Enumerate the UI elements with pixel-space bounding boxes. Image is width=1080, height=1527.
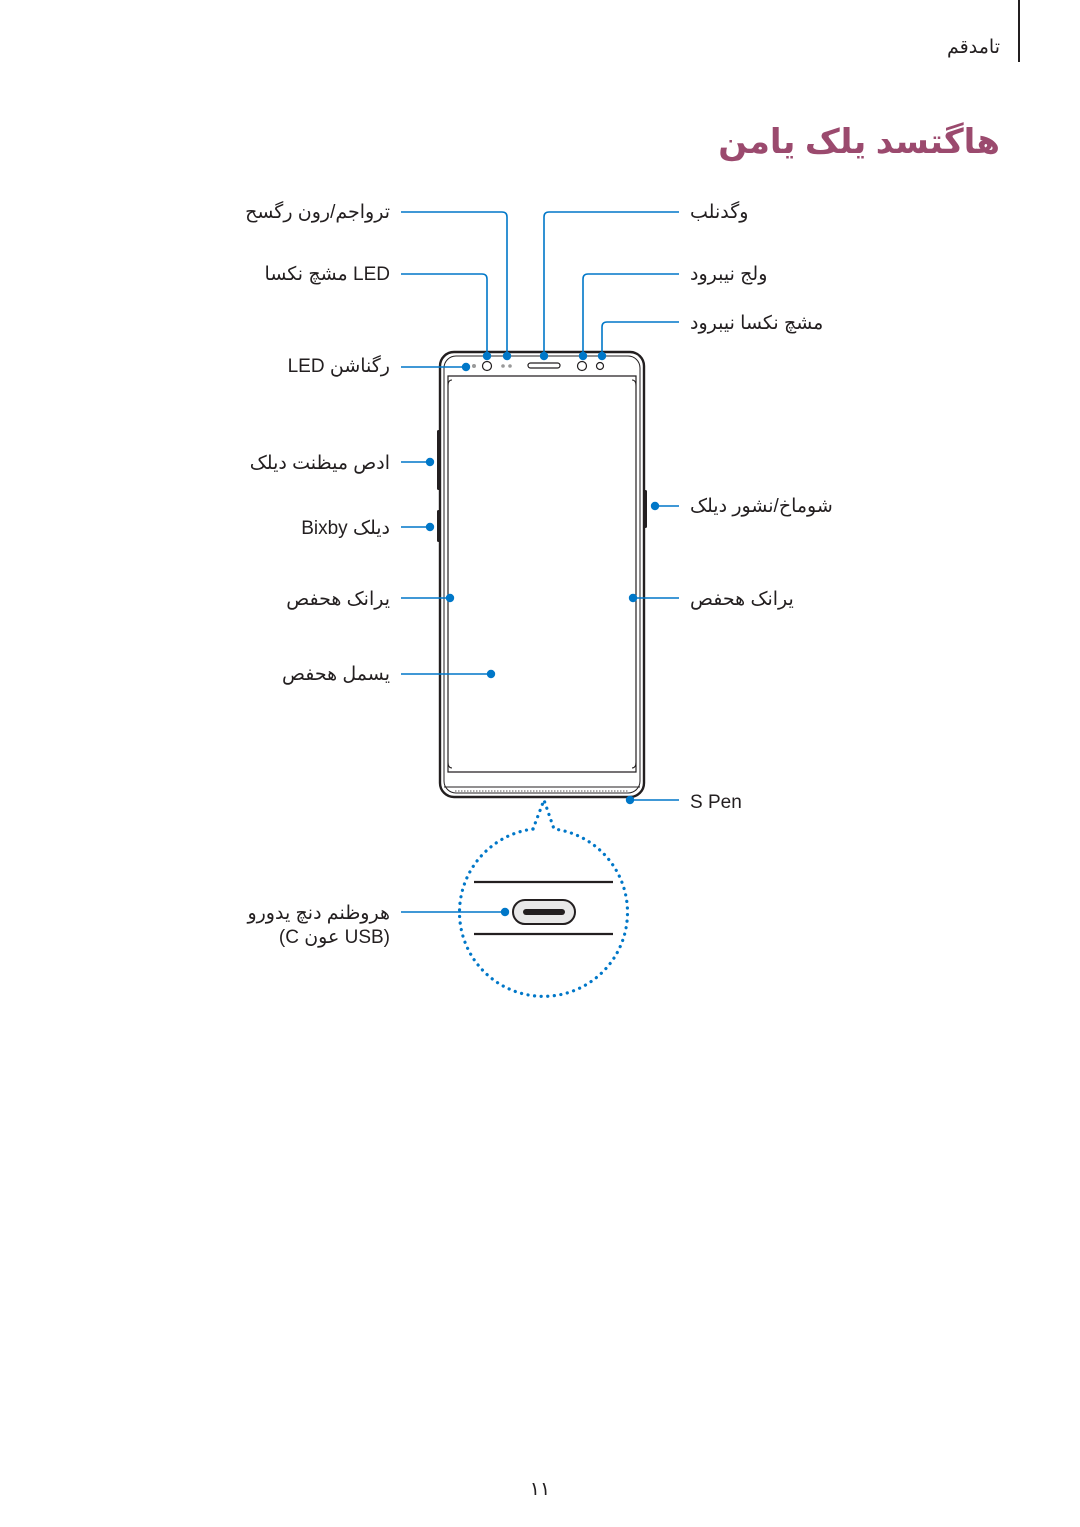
dot-edge-right: [628, 593, 638, 603]
label-iris-camera: مشچ نکسا نیبرود: [690, 313, 824, 334]
led-camera-icon: [481, 360, 493, 372]
usb-port-detail: [474, 880, 613, 936]
label-usb-type: (C عون USB): [278, 927, 390, 948]
dot-bixby: [425, 522, 435, 532]
sensor-dot-1: [501, 364, 505, 368]
dot-power: [650, 501, 660, 511]
led-dot: [472, 364, 476, 368]
leader-lines: [401, 211, 679, 913]
label-led-camera: مشچ نکسا LED: [264, 264, 390, 285]
front-camera-icon: [576, 360, 588, 372]
dot-led-indicator: [461, 362, 471, 372]
bixby-button: [437, 510, 441, 542]
iris-camera-icon: [595, 361, 605, 371]
top-sensors: [472, 360, 605, 372]
volume-button: [437, 430, 441, 490]
label-power-key: شوماخ/نشور دیلک: [690, 496, 833, 517]
label-led-indicator: LED رگناشن: [287, 356, 390, 377]
dot-edge-left: [445, 593, 455, 603]
usb-c-tongue: [523, 909, 565, 915]
dot-speaker: [539, 351, 549, 361]
label-front-camera: ولج نیبرود: [690, 264, 768, 285]
dot-volume: [425, 457, 435, 467]
page-title: هاگتسد یلک یامن: [718, 123, 1000, 161]
dot-led-camera: [482, 351, 492, 361]
label-mic-port: هروظنم دنچ یدورو: [247, 903, 390, 924]
page-number: ۱۱: [529, 1479, 551, 1500]
label-edge-screen-right: یرانک هحفص: [690, 589, 794, 610]
label-speaker: وگدنلب: [690, 202, 749, 223]
label-s-pen: S Pen: [690, 792, 742, 813]
dot-s-pen: [625, 795, 635, 805]
dot-usb: [500, 907, 510, 917]
dot-iris-camera: [597, 351, 607, 361]
section-label: تامدقم: [947, 37, 1000, 58]
leader-dots: [425, 351, 660, 917]
sensor-dot-2: [508, 364, 512, 368]
dot-sensor: [502, 351, 512, 361]
label-touch-screen: یسمل هحفص: [281, 664, 390, 685]
corner-rule: [1018, 0, 1020, 62]
dot-touch: [486, 669, 496, 679]
label-edge-screen-left: یرانک هحفص: [286, 589, 390, 610]
power-button: [643, 490, 647, 528]
phone-body: [438, 350, 646, 799]
label-volume-key: ادص میظنت دیلک: [249, 453, 390, 474]
label-bixby-key: Bixby دیلک: [301, 518, 390, 539]
dot-front-camera: [578, 351, 588, 361]
zoom-callout: [457, 795, 630, 998]
speaker-grille: [527, 362, 561, 369]
label-sensor: ترواجم/رون رگسح: [245, 202, 390, 223]
